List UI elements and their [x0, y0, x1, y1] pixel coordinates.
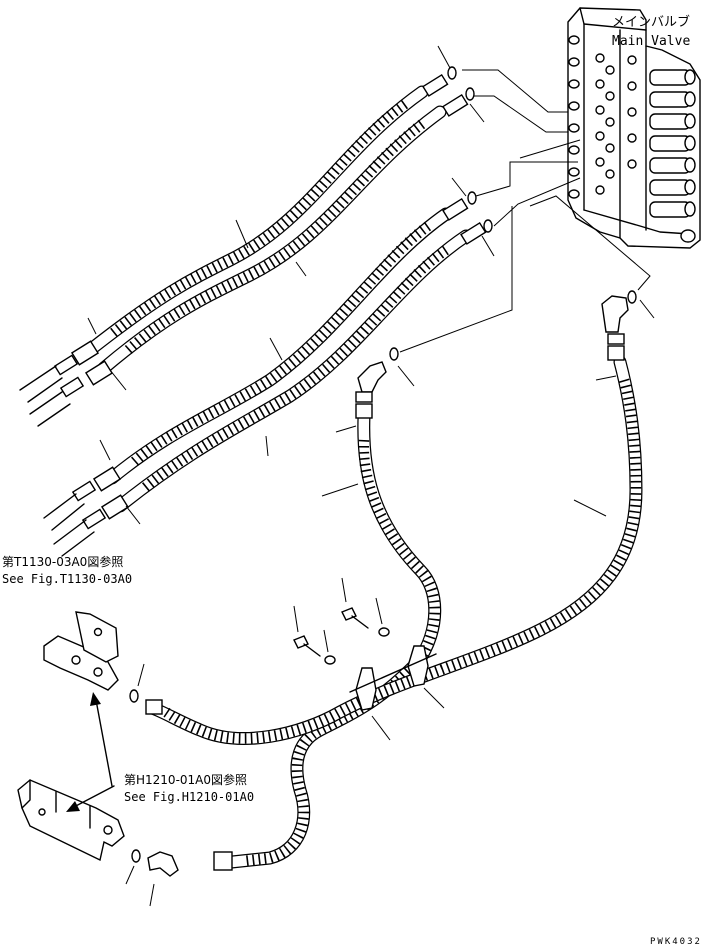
hose-icon [225, 409, 442, 869]
drawing-code: PWK4032 [650, 937, 702, 947]
elbow-fitting-icon [355, 347, 399, 419]
arrow-icon [66, 692, 115, 812]
bolt-icon [293, 607, 369, 657]
main-valve-icon [567, 7, 701, 249]
main-valve-title-jp: メインバルブ [612, 14, 690, 30]
hose-fitting-icon [442, 191, 493, 245]
reference-jp-1: 第T1130-03A0図参照 [2, 554, 123, 569]
hose-fitting-icon [129, 689, 163, 715]
hose-icon [83, 85, 429, 357]
valve-connection-leaders [399, 69, 651, 353]
leader-lines [87, 45, 655, 907]
hose-icon [105, 207, 453, 485]
clamp-icon [349, 645, 437, 711]
bracket-icon [43, 611, 119, 691]
hose-icon [97, 105, 447, 375]
reference-en-1: See Fig.T1130-03A0 [2, 572, 132, 586]
hose-icon [113, 229, 473, 513]
main-valve-title-en: Main Valve [612, 34, 690, 49]
elbow-fitting-icon [601, 290, 637, 361]
hose-fitting-icon [43, 466, 130, 557]
hose-fitting-icon [19, 340, 114, 427]
hose-fitting-icon [422, 66, 475, 117]
washer-icon [324, 627, 390, 665]
bracket-icon [17, 779, 125, 862]
reference-en-2: See Fig.H1210-01A0 [124, 790, 254, 804]
reference-jp-2: 第H1210-01A0図参照 [124, 772, 247, 787]
elbow-fitting-icon [131, 849, 233, 877]
hose-icon [145, 355, 643, 745]
